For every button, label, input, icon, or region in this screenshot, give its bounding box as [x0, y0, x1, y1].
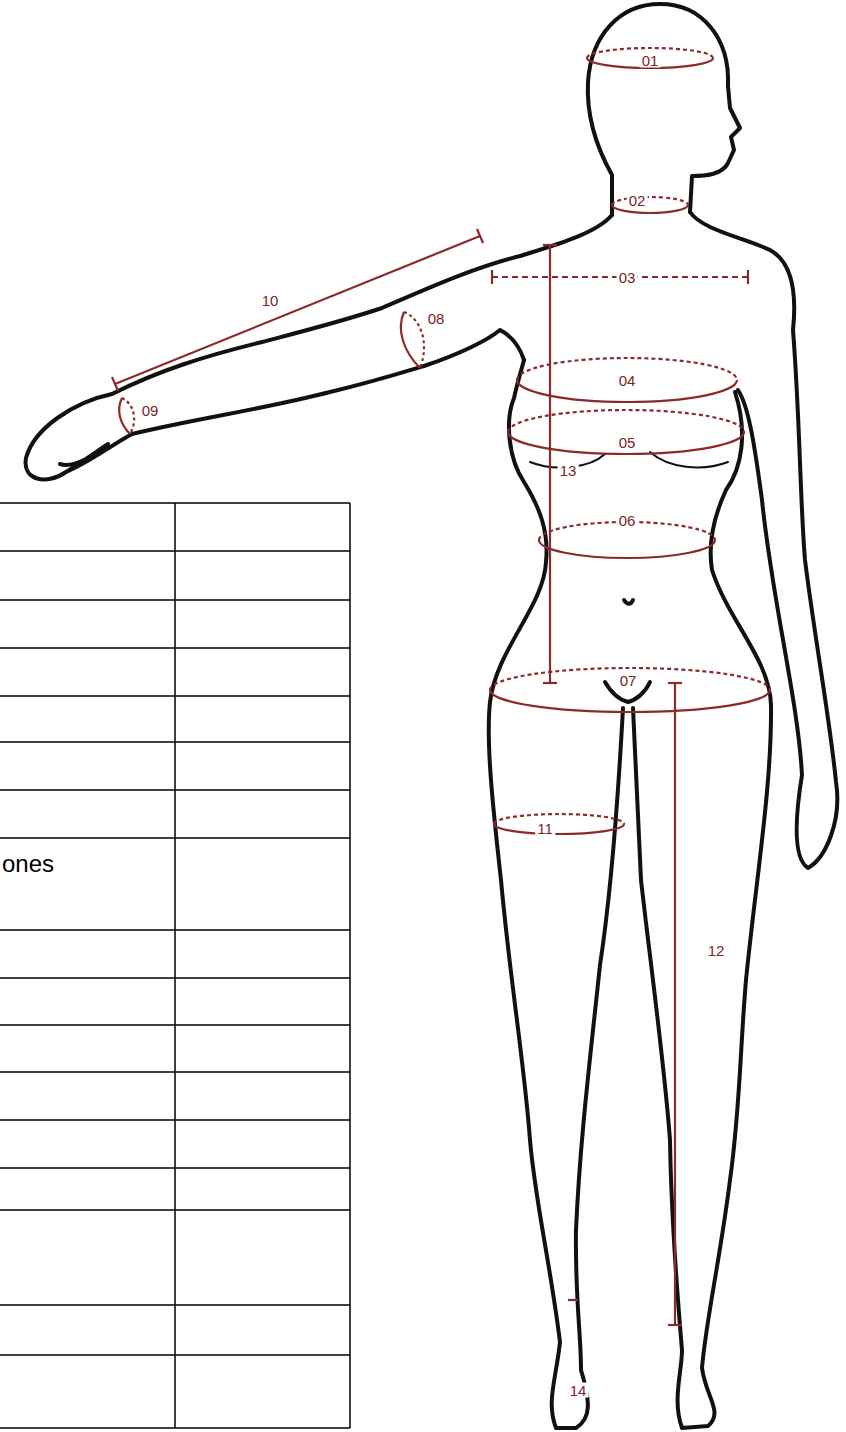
callout-number: 08	[426, 311, 447, 326]
table-row-line	[0, 1304, 350, 1306]
table-row-line	[0, 789, 350, 791]
navel	[624, 600, 633, 604]
hips-back	[490, 668, 770, 690]
table-row-line	[0, 1354, 350, 1356]
wrist-back	[122, 398, 134, 434]
table-row-line	[0, 1427, 350, 1429]
tick	[543, 682, 557, 684]
measure-lines	[112, 48, 770, 1325]
torso-length	[549, 245, 551, 683]
table-row-line	[0, 550, 350, 552]
tick	[477, 229, 483, 243]
table-row-line	[0, 1167, 350, 1169]
left-body-leg	[489, 360, 623, 1428]
tick	[491, 270, 493, 284]
table-row-line	[0, 977, 350, 979]
callout-number: 05	[617, 435, 638, 450]
table-row-line	[0, 1071, 350, 1073]
callout-number: 07	[618, 673, 639, 688]
thigh	[494, 824, 624, 834]
tick	[543, 244, 557, 246]
waist	[539, 540, 715, 558]
callout-number: 11	[535, 821, 555, 836]
callout-number: 02	[627, 193, 648, 208]
arm-length	[115, 236, 480, 384]
table-row-line	[0, 647, 350, 649]
callout-number: 04	[617, 373, 638, 388]
table-row-line	[0, 1024, 350, 1026]
table-row-line	[0, 599, 350, 601]
table-row-line	[0, 1119, 350, 1121]
table-rows	[0, 503, 350, 1428]
right-body-leg	[633, 392, 771, 1428]
table-row-line	[0, 695, 350, 697]
tick	[112, 377, 118, 391]
table-border	[349, 503, 351, 1428]
tick	[668, 682, 682, 684]
table-row-line	[0, 929, 350, 931]
callout-number: 12	[706, 943, 727, 958]
callout-number: 14	[568, 1383, 589, 1398]
table-row-line	[0, 741, 350, 743]
callout-number: 09	[140, 403, 161, 418]
neck-circumference-back	[612, 197, 688, 205]
body-outline	[26, 4, 838, 1428]
measurement-table	[0, 503, 350, 1428]
callout-number: 06	[617, 513, 638, 528]
table-row-line	[0, 502, 350, 504]
leg-length	[674, 683, 676, 1325]
left-shoulder-arm	[26, 215, 612, 480]
table-row-line	[0, 1209, 350, 1211]
callout-number: 01	[640, 53, 661, 68]
callout-number: 10	[260, 293, 281, 308]
ankle-mark	[568, 1299, 578, 1301]
upper-arm-back	[404, 312, 424, 368]
tick	[668, 1324, 682, 1326]
table-row-line	[0, 837, 350, 839]
callout-number: 03	[617, 270, 638, 285]
thigh-back	[494, 814, 624, 824]
head-outline	[588, 4, 740, 215]
neck-circumference	[612, 205, 688, 213]
tick	[747, 270, 749, 284]
upper-arm	[401, 312, 420, 368]
hips	[490, 690, 770, 712]
table-heading: ones	[2, 852, 54, 876]
bust-back	[508, 410, 744, 432]
callout-number: 13	[558, 463, 579, 478]
bust	[508, 432, 744, 454]
breast-right	[650, 452, 728, 467]
table-divider	[174, 503, 176, 1428]
